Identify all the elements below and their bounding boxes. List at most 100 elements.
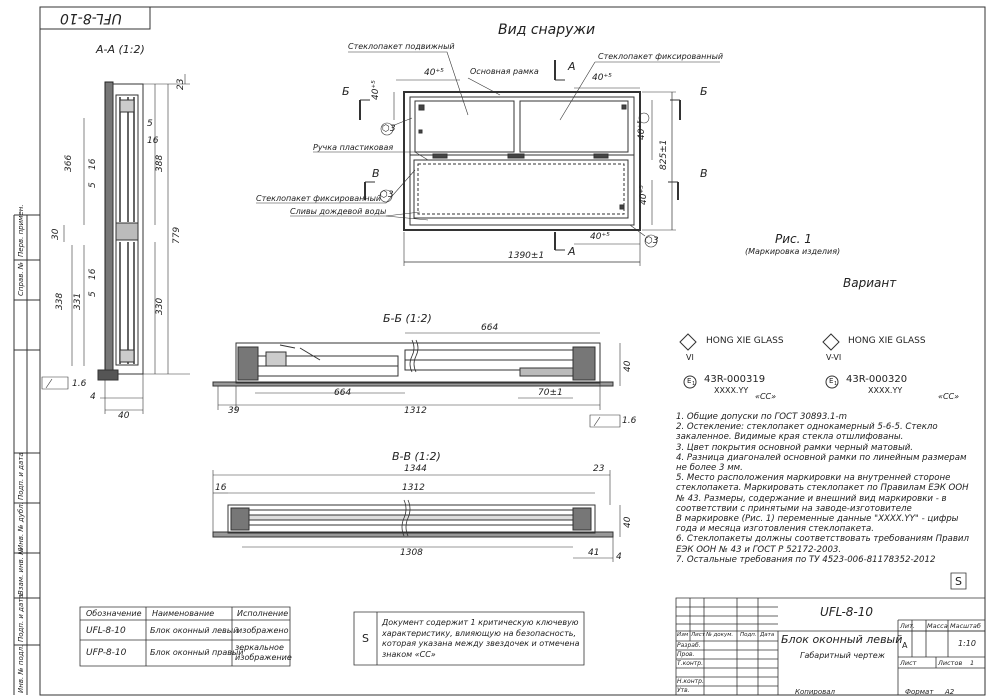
title-role-tkontr: Т.контр. [677,660,704,667]
title-row-date: Дата [760,632,775,638]
dim-bb-1312: 1312 [404,406,427,416]
title-doc-type: Габаритный чертеж [800,651,885,660]
dim-vv-40: 40 [623,516,633,528]
note: В маркировке (Рис. 1) переменные данные … [676,514,959,535]
title-row-doc: № докум. [706,632,734,638]
note: 1. Общие допуски по ГОСТ 30893.1-m [676,412,847,422]
section-letter-b-right: Б [700,85,708,98]
title-role-razrab: Разраб. [677,642,701,649]
dim-aa-roughness: 1.6 [72,379,87,389]
title-scale-label: Масштаб [950,622,981,630]
marking-1-cert: 43R-000319 [704,374,766,385]
title-sheets-label: Листов [938,659,963,667]
figure-subcaption: (Маркировка изделия) [745,247,841,256]
title-role-prov: Пров. [677,651,695,658]
dim-aa-16b: 16 [88,158,98,170]
outside-view-title: Вид снаружи [498,22,596,38]
marking-1-cc: «CC» [755,392,777,401]
dim-aa-388: 388 [155,154,165,172]
marking-1-date: XXXX.YY [714,386,749,395]
mark-hex-3: ⬡3 [645,236,659,246]
marking-2-cc: «CC» [938,392,960,401]
dim-bb-664-top: 664 [481,323,499,333]
dim-front-825: 825±1 [659,139,669,170]
dim-vv-4: 4 [616,552,622,562]
dim-front-1390: 1390±1 [508,251,545,261]
callout-main-frame: Основная рамка [470,67,539,76]
section-aa-title: А-А (1:2) [96,43,145,56]
side-stamp-sign-date-2: Подп. и дата [17,594,25,642]
dim-front-40-right: 40⁺⁵ [637,120,647,140]
dim-aa-331: 331 [73,292,83,310]
note: 4. Разница диагоналей основной рамки по … [676,452,967,474]
title-code: UFL-8-10 [820,605,874,619]
dim-vv-1312: 1312 [402,483,425,493]
title-row-izm: Изм [677,632,689,638]
variant-title: Вариант [843,276,897,290]
title-role-nkontr: Н.контр. [677,678,704,685]
marking-2-e: E [829,377,834,385]
drawing-code-rotated: UFL-8-10 [60,10,122,26]
section-letter-a-bottom: А [568,245,576,258]
section-letter-v-left: В [372,167,380,180]
callout-fixed-unit-bottom: Стеклопакет фиксированный [256,194,382,203]
title-role-utv: Утв. [677,687,690,694]
variants-table-lines [80,607,290,666]
marking-2-code: V-VI [826,353,842,362]
dim-aa-366: 366 [64,154,74,172]
dim-aa-30: 30 [51,228,61,240]
title-scale-value: 1:10 [958,639,976,648]
title-lit-label: Лит. [900,622,915,630]
dim-aa-23: 23 [176,78,186,90]
variants-row1-name: Блок оконный левый [150,626,239,635]
dim-aa-779: 779 [172,226,182,244]
marking-2-cert: 43R-000320 [846,374,908,385]
callout-plastic-handle: Ручка пластиковая [313,143,394,152]
marking-2-e-num: 1 [834,381,838,387]
title-format-value: А2 [945,688,955,696]
variants-row1-code: UFL-8-10 [86,626,126,636]
dim-vv-1308: 1308 [400,548,423,558]
dim-bb-roughness: 1.6 [622,416,637,426]
variants-row1-version: изображено [237,626,289,635]
mark-logos [680,334,839,388]
marking-1-e-num: 1 [692,381,696,387]
dim-bb-39: 39 [228,406,240,416]
marking-1-code: VI [686,353,694,362]
title-row-sign: Подп. [740,632,757,638]
side-stamp-orig-inv: Инв. № подл. [17,644,25,693]
dim-front-40-top-right: 40⁺⁵ [592,73,612,83]
variants-row2-version: зеркальное изображение [235,643,292,662]
critical-note-lines [354,612,584,665]
title-lit-value: А [902,641,908,650]
dim-aa-40: 40 [118,411,130,421]
dim-vv-16: 16 [215,483,227,493]
figure-caption: Рис. 1 [775,232,812,246]
note: 2. Остекление: стеклопакет однокамерный … [676,422,938,443]
section-bb-title: Б-Б (1:2) [383,312,432,325]
mark-hex-2: ⬡3 [380,190,394,200]
dim-aa-5c: 5 [88,291,98,297]
critical-note-symbol: S [362,632,369,645]
side-stamp-sign-date-1: Подп. и дата [17,452,25,500]
variants-header-version: Исполнение [237,609,289,618]
title-name: Блок оконный левый [781,633,903,646]
section-aa [42,74,190,414]
note: 7. Остальные требования по ТУ 4523-006-8… [676,554,936,565]
variants-header-designation: Обозначение [86,609,142,618]
dim-aa-16a: 16 [147,136,159,146]
section-letter-b-left: Б [342,85,350,98]
marking-2-brand: HONG XIE GLASS [848,336,926,346]
dim-vv-41: 41 [588,548,600,558]
critical-note-text: Документ содержит 1 критическую ключевую… [382,618,580,659]
marking-1-e: E [687,377,692,385]
dim-front-40-left: 40⁺⁵ [371,80,381,100]
note: 6. Стеклопакеты должны соответствовать т… [676,534,969,555]
callout-fixed-unit-top: Стеклопакет фиксированный [598,52,724,61]
section-letter-v-right: В [700,167,708,180]
title-sheets-value: 1 [970,659,975,667]
variants-row2-name: Блок оконный правый [150,648,244,657]
title-mass-label: Масса [927,622,948,630]
